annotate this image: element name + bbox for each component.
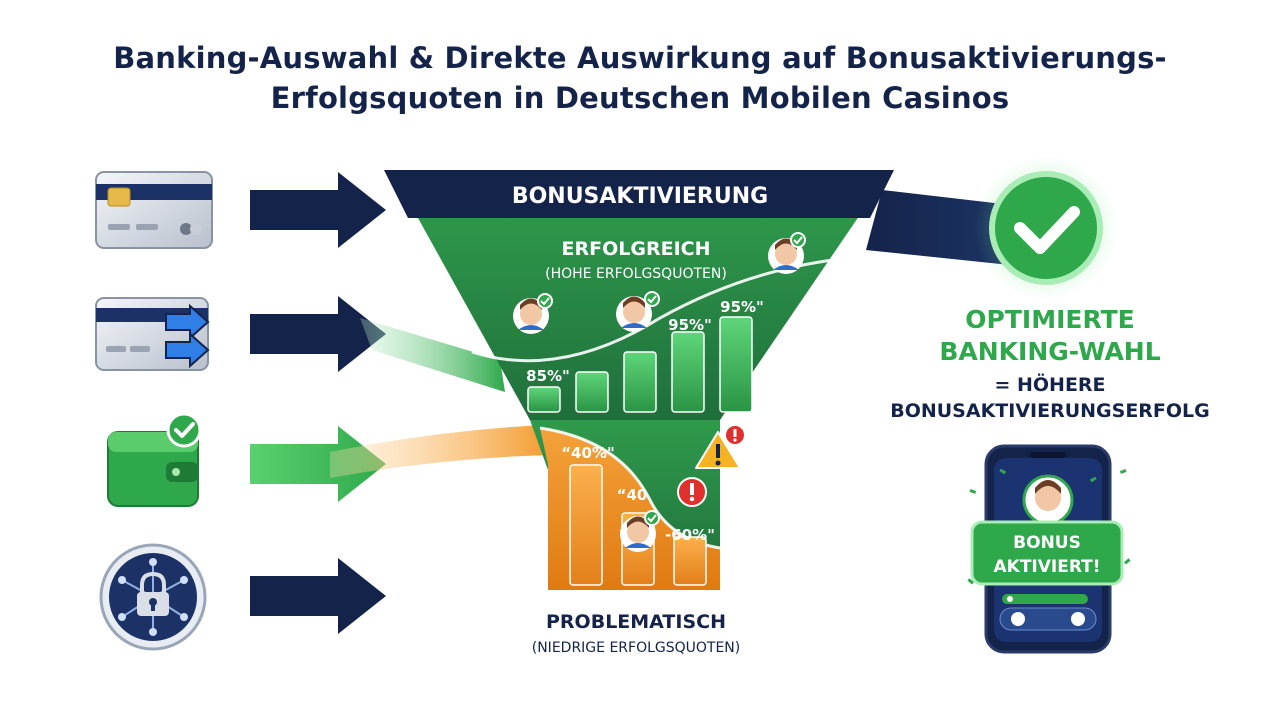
arrow-bank-transfer bbox=[250, 296, 386, 372]
smartphone-illustration bbox=[967, 444, 1131, 654]
title-line-1: Banking-Auswahl & Direkte Auswirkung auf… bbox=[113, 41, 1167, 75]
success-title: ERFOLGREICH bbox=[562, 238, 711, 260]
problem-label-1: “40%" bbox=[561, 444, 615, 462]
arrow-secure-payment bbox=[250, 558, 386, 634]
user-avatar-3 bbox=[768, 232, 806, 274]
funnel-header-label: BONUSAKTIVIERUNG bbox=[512, 184, 768, 209]
user-avatar-2 bbox=[616, 291, 660, 332]
page-title: Banking-Auswahl & Direkte Auswirkung auf… bbox=[0, 38, 1280, 118]
success-bars-bar-5 bbox=[719, 316, 753, 413]
equation-line-1: = HÖHERE bbox=[994, 374, 1106, 396]
arrow-e-wallet bbox=[250, 426, 386, 502]
secure-lock-network-icon bbox=[99, 543, 207, 651]
success-bar-chart bbox=[527, 316, 753, 413]
success-bars-bar-2 bbox=[575, 371, 609, 413]
green-flow-band bbox=[360, 318, 505, 392]
equation-line-2: BONUSAKTIVIERUNGSERFOLG bbox=[890, 400, 1210, 422]
warning-triangle-icon bbox=[695, 424, 746, 469]
problem-bars-bar-3 bbox=[673, 536, 707, 586]
bank-transfer-card-icon bbox=[95, 297, 210, 371]
bonus-badge-line-1: BONUS bbox=[1013, 533, 1081, 553]
bonus-activated-badge bbox=[970, 520, 1124, 586]
orange-flow-band bbox=[330, 425, 550, 478]
problem-title: PROBLEMATISCH bbox=[546, 611, 726, 633]
problem-label-2: “40 bbox=[617, 486, 648, 504]
success-bars-bar-4 bbox=[671, 331, 705, 413]
success-bars-bar-1 bbox=[527, 386, 561, 413]
funnel-header bbox=[384, 170, 894, 218]
title-line-2: Erfolgsquoten in Deutschen Mobilen Casin… bbox=[270, 81, 1010, 115]
warning-alert-icon bbox=[677, 477, 707, 507]
success-check-icon bbox=[974, 156, 1118, 300]
problem-label-3: -60%" bbox=[665, 526, 715, 544]
success-label-2: 95%" bbox=[668, 316, 712, 334]
optimized-line-2: BANKING-WAHL bbox=[939, 337, 1161, 366]
e-wallet-icon bbox=[107, 412, 202, 507]
success-label-3: 95%" bbox=[720, 298, 764, 316]
bonus-badge-line-2: AKTIVIERT! bbox=[993, 557, 1100, 577]
optimized-banking-label: OPTIMIERTE BANKING-WAHL bbox=[900, 304, 1200, 368]
user-avatar-4 bbox=[620, 510, 660, 552]
user-avatar-1 bbox=[513, 293, 553, 334]
result-equation: = HÖHERE BONUSAKTIVIERUNGSERFOLG bbox=[850, 372, 1250, 424]
credit-card-icon bbox=[95, 171, 213, 249]
problem-bars-bar-1 bbox=[569, 464, 603, 586]
arrow-credit-card bbox=[250, 172, 386, 248]
success-subtitle: (HOHE ERFOLGSQUOTEN) bbox=[545, 266, 727, 282]
success-bars-bar-3 bbox=[623, 351, 657, 413]
optimized-line-1: OPTIMIERTE bbox=[965, 305, 1135, 334]
success-label-1: 85%" bbox=[526, 367, 570, 385]
problem-subtitle: (NIEDRIGE ERFOLGSQUOTEN) bbox=[532, 640, 741, 656]
